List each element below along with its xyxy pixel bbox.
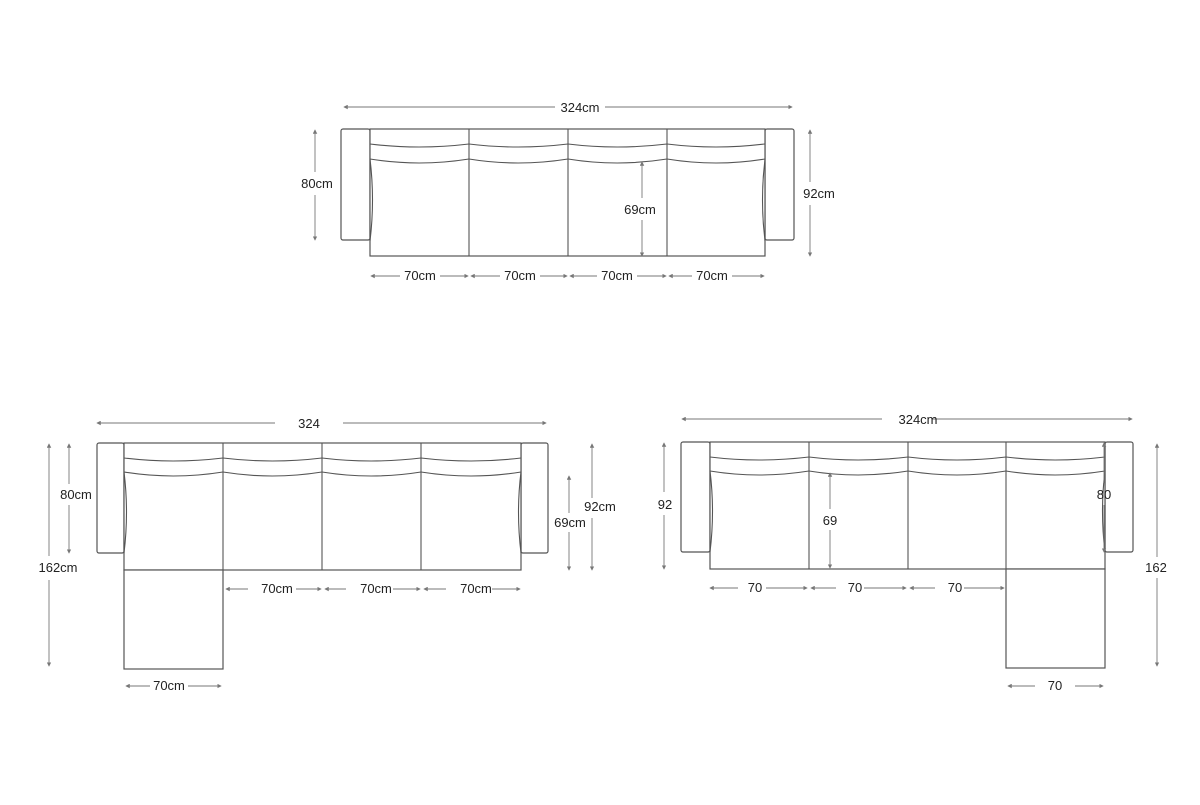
- back-depth-label: 80cm: [60, 487, 92, 502]
- total-width-label: 324cm: [898, 412, 937, 427]
- seat-width-label: 70cm: [261, 581, 293, 596]
- back-depth-label: 80: [1097, 487, 1111, 502]
- seat-width-label: 70cm: [696, 268, 728, 283]
- seat-depth-label: 69cm: [554, 515, 586, 530]
- chaise-width-label: 70cm: [153, 678, 185, 693]
- seat-width-label: 70cm: [601, 268, 633, 283]
- seat-width-label: 70cm: [504, 268, 536, 283]
- total-depth-label: 92cm: [803, 186, 835, 201]
- total-width-label: 324cm: [560, 100, 599, 115]
- chaise-width-label: 70: [1048, 678, 1062, 693]
- seat-depth-label: 69cm: [624, 202, 656, 217]
- left-chaise-sofa-drawing: 324 162cm 80cm 69cm 92cm 70cm 70cm 70cm …: [38, 416, 615, 693]
- total-width-label: 324: [298, 416, 320, 431]
- seat-width-label: 70cm: [404, 268, 436, 283]
- seat-width-label: 70: [748, 580, 762, 595]
- seat-width-label: 70cm: [360, 581, 392, 596]
- seat-depth-label: 69: [823, 513, 837, 528]
- seat-width-label: 70: [848, 580, 862, 595]
- seat-width-label: 70cm: [460, 581, 492, 596]
- total-depth-label: 92cm: [584, 499, 616, 514]
- seat-width-label: 70: [948, 580, 962, 595]
- total-depth-chaise-label: 162: [1145, 560, 1167, 575]
- right-chaise-sofa-drawing: 324cm 92 69 80 162 70 70 70 70: [658, 412, 1167, 693]
- total-depth-chaise-label: 162cm: [38, 560, 77, 575]
- back-depth-label: 80cm: [301, 176, 333, 191]
- straight-sofa-drawing: 324cm 80cm 92cm 69cm 70cm 70cm 70cm 70cm: [301, 100, 835, 283]
- total-depth-label: 92: [658, 497, 672, 512]
